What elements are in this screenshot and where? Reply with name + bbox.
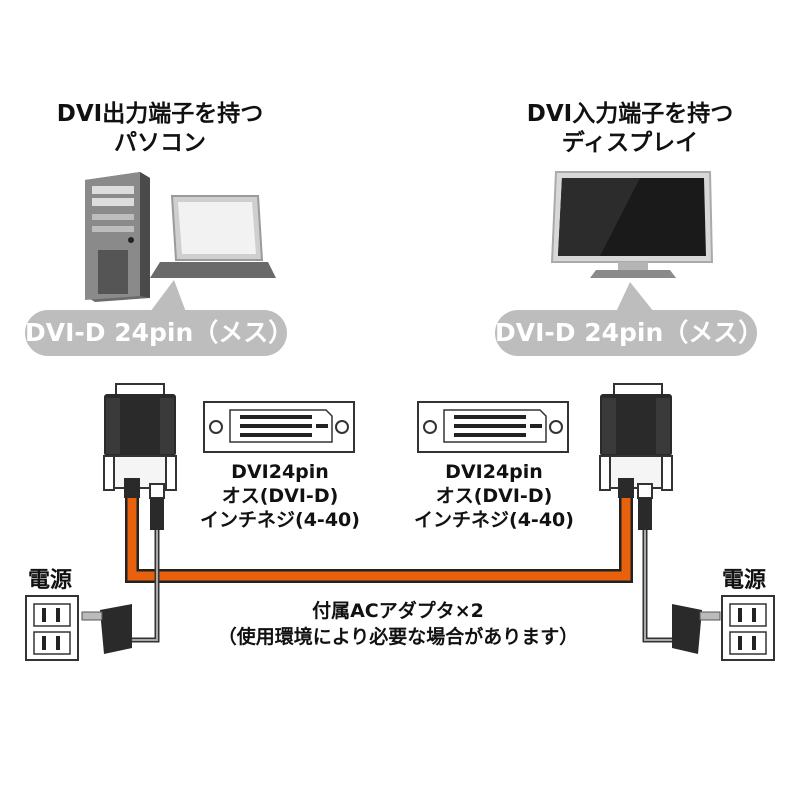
monitor-icon: [550, 171, 714, 278]
desktop-tower-icon: [85, 172, 150, 302]
right-dvi-connector-icon: [599, 383, 673, 498]
right-plug-label: DVI24pin オス(DVI-D) インチネジ(4-40): [394, 460, 594, 532]
left-plug-label-line1: DVI24pin: [231, 461, 329, 483]
right-power-label: 電源: [722, 568, 767, 593]
left-device-title-line1: DVI出力端子を持つ: [56, 101, 264, 127]
right-ac-adapter-icon: [672, 604, 721, 654]
left-plug-label: DVI24pin オス(DVI-D) インチネジ(4-40): [180, 460, 380, 532]
left-dvi-plug-face-icon: [203, 401, 355, 453]
right-plug-label-line3: インチネジ(4-40): [414, 509, 574, 531]
left-dvi-connector-icon: [103, 383, 177, 498]
right-power-lead: [637, 483, 676, 643]
right-plug-label-line1: DVI24pin: [445, 461, 543, 483]
right-outlet-icon: [721, 595, 775, 661]
right-plug-label-line2: オス(DVI-D): [435, 485, 553, 507]
adapter-caption: 付属ACアダプタ×2 （使用環境により必要な場合があります）: [148, 598, 648, 650]
left-plug-label-line3: インチネジ(4-40): [200, 509, 360, 531]
adapter-caption-line2: （使用環境により必要な場合があります）: [217, 626, 579, 648]
left-power-label: 電源: [28, 568, 73, 593]
left-device-title-line2: パソコン: [114, 129, 206, 156]
right-dvi-plug-face-icon: [417, 401, 569, 453]
left-plug-label-line2: オス(DVI-D): [221, 485, 339, 507]
adapter-caption-line1: 付属ACアダプタ×2: [312, 600, 484, 622]
right-device-title-line1: DVI入力端子を持つ: [526, 101, 734, 127]
left-outlet-icon: [25, 595, 79, 661]
dvi-cable: [125, 490, 633, 583]
left-device-title: DVI出力端子を持つ パソコン: [20, 100, 300, 158]
laptop-icon: [150, 195, 276, 278]
left-ac-adapter-icon: [81, 604, 132, 654]
right-device-title-line2: ディスプレイ: [561, 129, 699, 156]
right-connector-pill: DVI-D 24pin（メス）: [495, 310, 763, 356]
right-device-title: DVI入力端子を持つ ディスプレイ: [490, 100, 770, 158]
left-connector-pill: DVI-D 24pin（メス）: [25, 310, 293, 356]
